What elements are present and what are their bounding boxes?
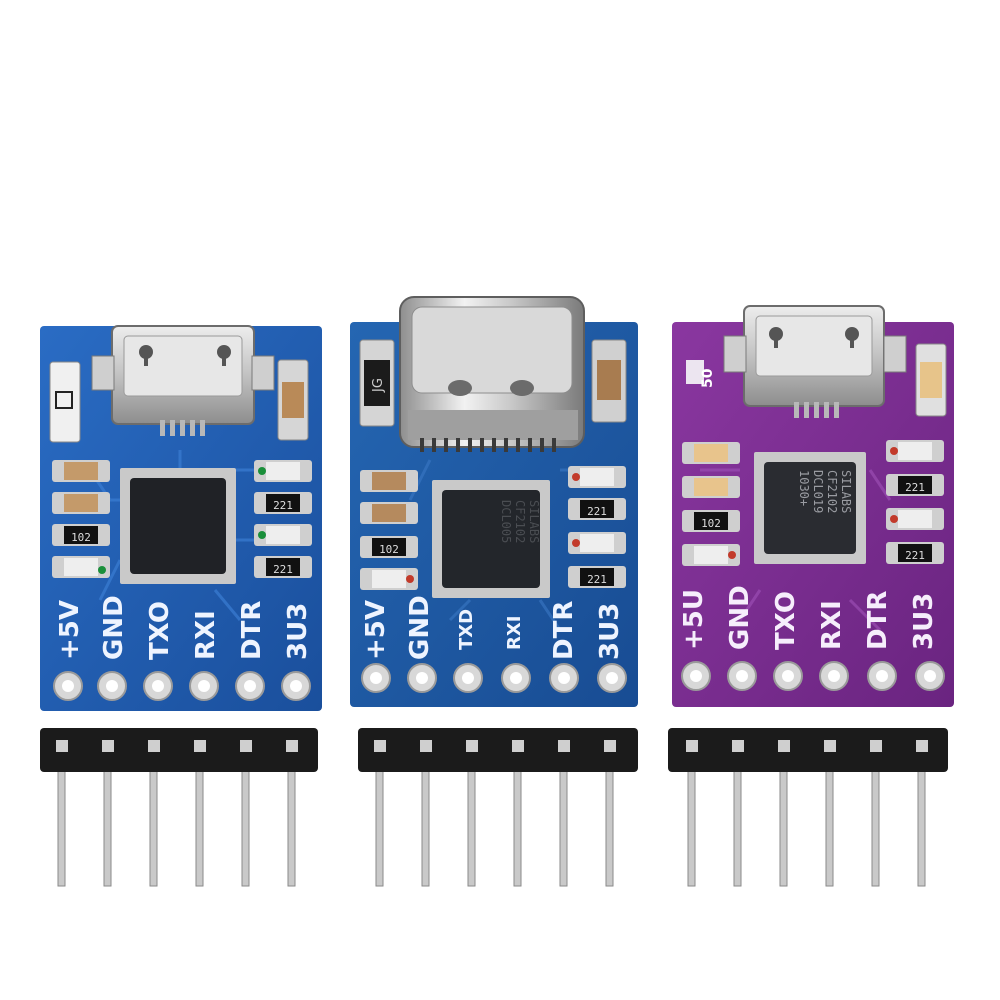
pin-label: DTR — [549, 601, 579, 660]
smd-left-column: 102 — [682, 442, 740, 566]
smd-right-column: 221 221 — [568, 466, 626, 588]
smd-right-column: 221 221 — [886, 440, 944, 564]
board-3-micro-usb-purple: 50 102 SILABS CF2102 DCL019 1030+ 221 — [672, 305, 954, 707]
resistor-marking: 221 — [273, 499, 293, 512]
pin-label: +5U — [679, 589, 709, 650]
smd-left-column: 102 — [52, 460, 110, 578]
smd-right-column: 221 221 — [254, 460, 312, 578]
micro-usb-connector — [91, 325, 275, 436]
chip-marking: SILABS — [527, 500, 541, 543]
pin-labels: +5V GND TXO RXI DTR 3U3 — [55, 595, 313, 660]
pin-header-1 — [40, 728, 318, 887]
pin-label: +5V — [361, 600, 391, 660]
resistor-marking: 221 — [273, 563, 293, 576]
pin-label: 3U3 — [283, 603, 313, 660]
pin-label: RXI — [504, 616, 525, 650]
chip-marking: 1030+ — [797, 470, 811, 506]
resistor-marking: 102 — [701, 517, 721, 530]
qfn-chip — [120, 468, 236, 584]
pin-header-2 — [358, 728, 638, 887]
qfn-chip: SILABS CF2102 DCL005 — [432, 480, 550, 598]
resistor-marking: 102 — [71, 531, 91, 544]
chip-marking: DCL005 — [499, 500, 513, 543]
pin-labels: +5U GND TXO RXI DTR 3U3 — [679, 585, 939, 650]
pin-label: RXI — [817, 600, 847, 650]
smd-capacitor — [277, 359, 309, 441]
pin-label: +5V — [55, 600, 85, 660]
chip-marking: DCL019 — [811, 470, 825, 513]
chip-marking: CF2102 — [513, 500, 527, 543]
qfn-chip: SILABS CF2102 DCL019 1030+ — [754, 452, 866, 564]
resistor-marking: 102 — [379, 543, 399, 556]
resistor-marking: 221 — [905, 481, 925, 494]
micro-usb-connector — [723, 305, 907, 418]
silkscreen-mark: JG — [371, 378, 386, 393]
chip-marking: CF2102 — [825, 470, 839, 513]
pin-label: DTR — [237, 601, 267, 660]
smd-component-jg: JG — [359, 339, 395, 427]
silkscreen-mark: 50 — [700, 368, 716, 388]
resistor-marking: 221 — [587, 505, 607, 518]
resistor-marking: 221 — [905, 549, 925, 562]
pin-labels: +5V GND TXD RXI DTR 3U3 — [361, 595, 625, 660]
silkscreen-50: 50 — [686, 360, 716, 388]
pin-label: GND — [725, 585, 755, 650]
pcb-traces — [700, 468, 892, 632]
pin-label: 3U3 — [909, 593, 939, 650]
pin-label: DTR — [863, 591, 893, 650]
pin-label: RXI — [191, 610, 221, 660]
smd-component — [49, 361, 81, 443]
resistor-marking: 221 — [587, 573, 607, 586]
board-2-usb-c-blue: JG 102 SILABS CF2102 DCL005 221 — [350, 296, 638, 707]
pin-label: 3U3 — [595, 603, 625, 660]
smd-left-column: 102 — [360, 470, 418, 590]
smd-capacitor — [591, 339, 627, 423]
pin-label: GND — [99, 595, 129, 660]
pin-header-3 — [668, 728, 948, 887]
usb-c-connector — [399, 296, 585, 452]
chip-marking: SILABS — [839, 470, 853, 513]
board-1-micro-usb-blue: 102 221 221 +5V GND TXO RXI DTR 3U3 — [40, 325, 322, 711]
smd-capacitor — [915, 343, 947, 417]
pin-label: TXD — [456, 609, 477, 650]
pin-label: TXO — [771, 591, 801, 650]
pin-label: GND — [405, 595, 435, 660]
pin-label: TXO — [145, 601, 175, 660]
